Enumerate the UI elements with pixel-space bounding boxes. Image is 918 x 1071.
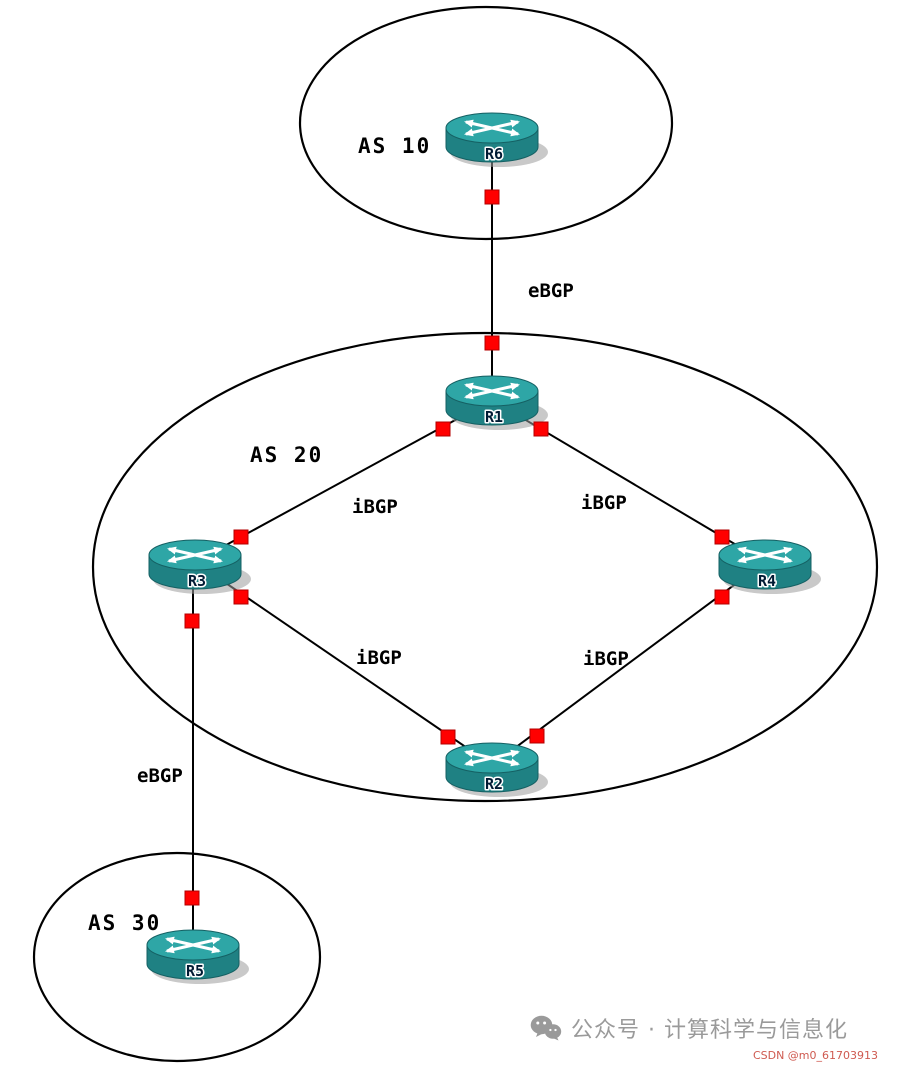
router-R3: R3 — [148, 539, 251, 594]
as-label-as20: AS 20 — [250, 443, 323, 467]
router-arrow-icon — [464, 749, 520, 767]
link-label-R1-R3: iBGP — [352, 496, 398, 518]
link-label-R6-R1: eBGP — [528, 280, 574, 302]
router-R1: R1 — [445, 375, 548, 430]
interface-marker-R1-R4 — [714, 529, 730, 545]
router-arrow-icon — [737, 546, 793, 564]
interface-marker-R6-R1 — [484, 189, 500, 205]
interface-marker-R1-R3 — [233, 529, 249, 545]
as-boundary-as20 — [91, 331, 879, 803]
router-label-R5: R5 — [186, 962, 204, 980]
router-label-R4: R4 — [758, 572, 776, 590]
watermark: 公众号 · 计算科学与信息化 — [530, 1012, 848, 1044]
link-label-R3-R5: eBGP — [137, 765, 183, 787]
router-label-R2: R2 — [485, 775, 503, 793]
csdn-credit: CSDN @m0_61703913 — [752, 1049, 878, 1062]
router-arrow-icon — [464, 382, 520, 400]
watermark-text: 公众号 · 计算科学与信息化 — [571, 1018, 848, 1043]
wechat-icon — [530, 1015, 562, 1042]
router-label-R6: R6 — [485, 145, 503, 163]
interface-marker-R4-R2 — [529, 728, 545, 744]
router-R2: R2 — [445, 742, 548, 797]
router-arrow-icon — [464, 119, 520, 137]
link-label-R3-R2: iBGP — [356, 647, 402, 669]
router-label-R1: R1 — [485, 408, 503, 426]
as-label-as30: AS 30 — [88, 911, 161, 935]
link-label-R4-R2: iBGP — [583, 648, 629, 670]
router-arrow-icon — [167, 546, 223, 564]
interface-marker-R3-R2 — [233, 589, 249, 605]
interface-marker-R3-R2 — [440, 729, 456, 745]
as-label-as10: AS 10 — [358, 134, 431, 158]
router-R6: R6 — [445, 112, 548, 167]
router-R4: R4 — [718, 539, 821, 594]
router-arrow-icon — [165, 936, 221, 954]
as-boundary-as10 — [298, 5, 674, 241]
interface-marker-R1-R3 — [435, 421, 451, 437]
router-label-R3: R3 — [188, 572, 206, 590]
link-label-R1-R4: iBGP — [581, 492, 627, 514]
router-R5: R5 — [146, 929, 249, 984]
interface-marker-R1-R4 — [533, 421, 549, 437]
interface-marker-R6-R1 — [484, 335, 500, 351]
as-boundary-as30 — [32, 851, 322, 1063]
interface-marker-R3-R5 — [184, 613, 200, 629]
interface-marker-R4-R2 — [714, 589, 730, 605]
interface-marker-R3-R5 — [184, 890, 200, 906]
